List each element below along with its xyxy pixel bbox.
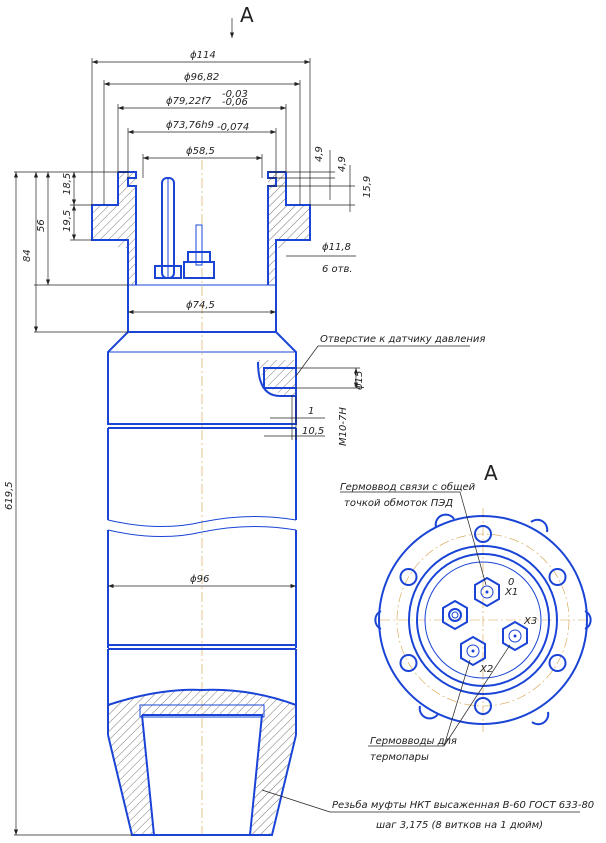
dim-d79-22-tol-up: -0,03 (222, 89, 248, 100)
dim-d74-5: ϕ74,5 (186, 300, 215, 311)
dim-d58-5: ϕ58,5 (186, 146, 215, 157)
body-diameters: ϕ74,5 ϕ96 (108, 300, 296, 589)
upper-cylinder (107, 285, 297, 429)
view-label-top: A (240, 3, 254, 27)
right-dimensions: 4,9 4,9 15,9 ϕ11,8 6 отв. (268, 146, 373, 275)
note-thermo-2: термопары (370, 752, 429, 763)
dim-d114: ϕ114 (190, 50, 216, 61)
bolt-hole (548, 654, 567, 672)
note-lead-common-2: точкой обмоток ПЭД (344, 497, 453, 509)
dim-d96: ϕ96 (190, 574, 209, 585)
dim-4-9-b: 4,9 (337, 156, 348, 172)
dim-d15: ϕ15 (354, 371, 365, 390)
lead-plug (442, 599, 468, 631)
dim-4-9-a: 4,9 (314, 146, 325, 162)
dim-84: 84 (22, 249, 33, 262)
outer-flange-circle (378, 515, 588, 725)
dim-m10: M10-7H (338, 407, 349, 446)
thread-note: Резьба муфты НКТ высаженная В-60 ГОСТ 63… (261, 789, 594, 831)
pin-x2: X2 (479, 664, 493, 675)
inner-circle-3 (424, 561, 542, 679)
top-dimensions: ϕ114 ϕ96,82 ϕ79,22f7 -0,03 -0,06 ϕ73,76h… (91, 50, 311, 205)
dim-18-5: 18,5 (62, 173, 73, 195)
note-thermo-1: Гермовводы для (370, 736, 457, 747)
lead-x1: 0 X1 (474, 576, 518, 608)
note-pressure-hole: Отверстие к датчику давления (320, 334, 485, 345)
view-arrow-a: A (229, 3, 254, 38)
dim-19-5: 19,5 (62, 210, 73, 232)
dim-d11-8: ϕ11,8 (322, 242, 351, 253)
pin-zero: 0 (508, 577, 514, 588)
dim-15-9: 15,9 (362, 176, 373, 198)
dim-d73-76: ϕ73,76h9 (166, 120, 214, 131)
hermetic-leads (154, 177, 215, 279)
dim-d96-82: ϕ96,82 (184, 72, 219, 83)
note-thread-1: Резьба муфты НКТ высаженная В-60 ГОСТ 63… (332, 799, 594, 811)
view-label-side: A (484, 461, 498, 485)
note-lead-common-1: Гермоввод связи с общей (340, 481, 476, 493)
pressure-hole-dims: ϕ15 1 10,5 M10-7H Отверстие к датчику да… (264, 334, 485, 446)
pin-x1: X1 (504, 587, 518, 598)
inner-circle-1 (408, 545, 558, 695)
middle-body (107, 428, 297, 735)
dim-56: 56 (36, 219, 47, 232)
bolt-hole (548, 568, 567, 586)
lead-x3: X3 (502, 616, 537, 652)
dim-holes: 6 отв. (322, 264, 353, 275)
bolt-hole (474, 697, 492, 715)
left-dimensions: 18,5 19,5 56 84 619,5 (4, 171, 132, 836)
dim-1: 1 (308, 406, 314, 417)
note-thread-2: шаг 3,175 (8 витков на 1 дюйм) (376, 820, 543, 831)
top-head (91, 171, 311, 286)
bolt-hole (399, 654, 418, 672)
bolt-hole (399, 568, 418, 586)
dim-d73-76-tol: -0,074 (217, 122, 249, 133)
dim-d79-22: ϕ79,22f7 (166, 96, 212, 107)
dim-619-5: 619,5 (4, 481, 15, 510)
dim-d79-22-tol-dn: -0,06 (222, 97, 248, 108)
pin-x3: X3 (523, 616, 537, 627)
bolt-hole (474, 525, 492, 543)
dim-10-5: 10,5 (302, 426, 324, 437)
lead-x2: X2 (460, 635, 493, 675)
bottom-coupling (107, 688, 297, 836)
view-a: A 0 X1 (340, 461, 592, 763)
